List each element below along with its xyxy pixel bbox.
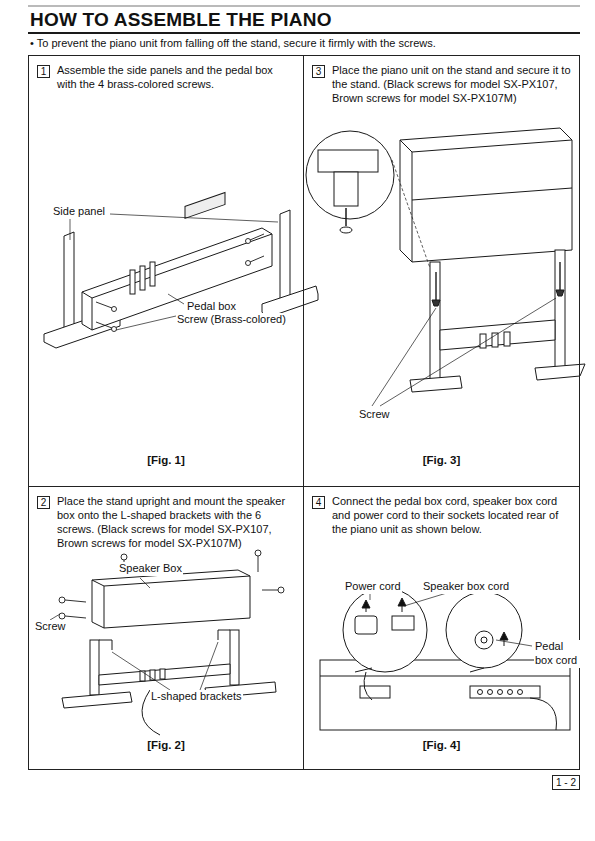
figure-caption: [Fig. 4] bbox=[304, 739, 579, 751]
step-number: 1 bbox=[41, 66, 47, 77]
step-number-box: 2 bbox=[37, 496, 50, 509]
rule bbox=[28, 6, 580, 7]
page-number: 1 - 2 bbox=[556, 777, 576, 788]
step-number-box: 1 bbox=[37, 65, 50, 78]
fig4-drawing bbox=[320, 588, 570, 730]
step-panel: Assemble the side panels and the pedal b… bbox=[28, 55, 304, 487]
step-panel: Connect the pedal box cord, speaker box … bbox=[303, 486, 580, 770]
figure-caption: [Fig. 1] bbox=[29, 454, 303, 466]
step-number: 3 bbox=[316, 66, 322, 77]
part-label: Pedal box cord bbox=[534, 640, 580, 668]
part-label: Pedal box bbox=[186, 300, 237, 314]
step-panel: Place the piano unit on the stand and se… bbox=[303, 55, 580, 487]
step-panel: Place the stand upright and mount the sp… bbox=[28, 486, 304, 770]
step-instruction: Connect the pedal box cord, speaker box … bbox=[332, 494, 571, 536]
part-label: Screw bbox=[358, 408, 391, 422]
step-number: 2 bbox=[41, 497, 47, 508]
rule bbox=[28, 32, 580, 34]
step-number-box: 4 bbox=[312, 496, 325, 509]
page-title: HOW TO ASSEMBLE THE PIANO bbox=[30, 9, 332, 31]
figure-caption: [Fig. 3] bbox=[304, 454, 579, 466]
step-instruction: Assemble the side panels and the pedal b… bbox=[57, 63, 295, 91]
fig2-drawing bbox=[50, 550, 284, 735]
part-label: Power cord bbox=[344, 580, 402, 594]
part-label: Screw bbox=[34, 620, 67, 634]
part-label: Screw (Brass-colored) bbox=[176, 313, 287, 327]
part-label: Side panel bbox=[52, 205, 106, 219]
step-number: 4 bbox=[316, 497, 322, 508]
note: • To prevent the piano unit from falling… bbox=[30, 37, 575, 51]
page-number-box: 1 - 2 bbox=[552, 775, 580, 790]
figure-caption: [Fig. 2] bbox=[29, 739, 303, 751]
step-number-box: 3 bbox=[312, 65, 325, 78]
step-instruction: Place the stand upright and mount the sp… bbox=[57, 494, 295, 550]
part-label: Speaker Box bbox=[118, 562, 183, 576]
part-label: L-shaped brackets bbox=[150, 690, 243, 704]
fig1-drawing bbox=[44, 193, 318, 348]
part-label: Speaker box cord bbox=[422, 580, 510, 594]
step-instruction: Place the piano unit on the stand and se… bbox=[332, 63, 571, 105]
fig3-drawing bbox=[306, 128, 585, 406]
